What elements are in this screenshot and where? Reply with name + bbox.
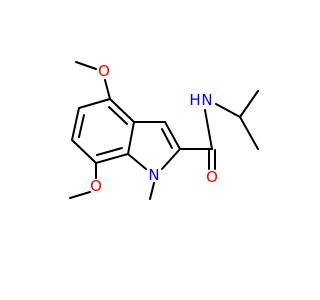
atom-o-methoxy-top: O xyxy=(98,62,110,80)
bond-c3-c2-inner xyxy=(161,128,173,149)
bond-c4-o xyxy=(104,79,111,100)
structure-canvas: O O O N N H xyxy=(69,61,259,200)
bond-n1-c7a xyxy=(127,153,147,170)
atom-o-methoxy-bottom: O xyxy=(90,177,102,195)
bond-c3a-c4 xyxy=(109,98,135,123)
bond-c6-c7 xyxy=(71,139,97,164)
atom-o-carbonyl: O xyxy=(206,168,218,186)
bond-c4-c5 xyxy=(78,98,111,109)
bond-o-methyl-top xyxy=(75,61,97,70)
atom-h-amide: H xyxy=(189,91,200,109)
bond-n-ch xyxy=(215,103,241,118)
bond-ch-methyl-top xyxy=(239,90,259,118)
bond-c3-c2 xyxy=(164,121,181,150)
bond-o-methyl-bottom xyxy=(69,191,91,199)
bond-c2-n1 xyxy=(161,148,181,170)
bond-c3a-c4-inner xyxy=(108,106,128,125)
bond-n1-methyl xyxy=(149,182,155,200)
bond-c5-c6-inner xyxy=(78,114,85,138)
atom-n-amide: N xyxy=(201,91,212,109)
bond-c7-c7a-inner xyxy=(96,147,123,156)
bond-ch-methyl-bottom xyxy=(239,116,259,150)
atom-n-indole: N xyxy=(148,166,159,184)
bond-c7-c7a xyxy=(95,153,129,164)
molecule-structure: O O O N N H xyxy=(69,61,259,200)
bond-c7a-c3a xyxy=(127,121,135,155)
bond-carbonyl-n xyxy=(204,109,213,150)
bond-c5-c6 xyxy=(71,107,80,141)
